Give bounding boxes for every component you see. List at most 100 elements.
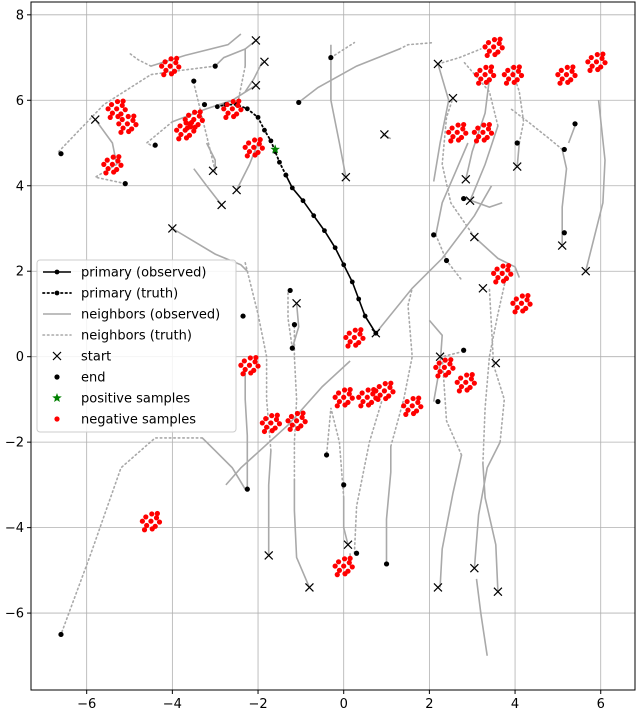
negative-sample [149, 526, 155, 532]
primary-point [322, 228, 327, 234]
negative-sample [512, 309, 518, 315]
start-marker-stroke [232, 185, 242, 195]
primary-point [277, 159, 282, 165]
end-marker [191, 78, 197, 84]
primary-point [356, 296, 362, 302]
start-marker-stroke [493, 587, 503, 597]
negative-sample [443, 372, 449, 378]
negative-sample [274, 412, 280, 418]
negative-sample [139, 518, 145, 524]
negative-sample [448, 138, 454, 144]
negative-sample [276, 421, 283, 427]
negative-sample [335, 559, 342, 565]
legend-dot [54, 374, 60, 380]
negative-sample [415, 399, 421, 406]
x-tick-label: 0 [340, 697, 348, 712]
neighbor-observed-line [435, 142, 469, 236]
primary-point [262, 127, 267, 133]
start-marker [343, 540, 353, 550]
negative-sample [436, 360, 442, 366]
start-marker [478, 283, 488, 293]
neighbor-truth-line [398, 41, 435, 50]
legend-entry: neighbors (observed) [43, 308, 220, 323]
negative-sample [125, 113, 131, 120]
negative-sample [241, 358, 247, 364]
primary-point [268, 138, 274, 144]
negative-sample [595, 66, 601, 73]
start-marker [581, 266, 591, 276]
y-tick-label: 0 [16, 350, 24, 365]
negative-sample [480, 129, 486, 135]
negative-sample [300, 410, 306, 416]
negative-sample [360, 335, 366, 341]
negative-sample [518, 72, 525, 79]
negative-sample [513, 296, 519, 302]
negative-sample [599, 55, 605, 62]
neighbor-truth-line [462, 60, 499, 127]
negative-sample [558, 67, 564, 73]
negative-sample [141, 527, 148, 533]
legend-star [52, 393, 62, 402]
negative-sample [482, 72, 488, 78]
negative-sample [182, 127, 188, 133]
negative-sample [481, 122, 487, 128]
start-marker [469, 563, 479, 573]
negative-sample [148, 518, 154, 524]
negative-sample [458, 375, 464, 381]
x-tick-label: −2 [248, 697, 267, 712]
negative-sample [178, 131, 184, 138]
neighbor-truth-line [437, 48, 482, 65]
start-marker-stroke [292, 298, 302, 308]
negative-sample [349, 564, 355, 570]
negative-sample [463, 379, 469, 385]
negative-sample [346, 560, 352, 566]
negative-sample [441, 364, 447, 370]
negative-sample [353, 342, 359, 348]
negative-sample [346, 391, 352, 397]
start-marker [167, 224, 177, 233]
negative-sample [246, 362, 253, 368]
negative-sample [520, 308, 526, 314]
negative-sample [124, 121, 130, 127]
neighbor-observed-line [475, 578, 488, 656]
negative-sample [482, 44, 488, 50]
negative-sample [488, 64, 495, 70]
negative-sample [342, 571, 348, 577]
start-marker [433, 583, 443, 592]
trajectory-markers [58, 36, 591, 638]
negative-sample [116, 154, 122, 160]
negative-sample [347, 555, 353, 561]
negative-sample [159, 63, 165, 69]
start-marker [90, 115, 100, 124]
negative-sample [109, 110, 115, 116]
legend-label: negative samples [81, 413, 196, 428]
negative-sample [514, 304, 520, 311]
end-marker [461, 347, 467, 353]
negative-sample [302, 419, 308, 425]
negative-sample [455, 122, 461, 128]
negative-sample [114, 98, 121, 105]
negative-sample [116, 121, 122, 127]
negative-sample [493, 279, 499, 285]
negative-sample [103, 170, 109, 176]
neighbor-truth-line [287, 289, 294, 349]
legend-entry: end [54, 371, 106, 386]
negative-sample [478, 76, 484, 82]
start-marker-stroke [557, 241, 567, 251]
neighbor-observed-line [171, 227, 248, 272]
negative-sample [192, 109, 198, 115]
legend-label: neighbors (truth) [81, 329, 192, 344]
neighbor-observed-line [469, 125, 499, 202]
negative-sample [248, 370, 254, 376]
start-marker-stroke [469, 232, 479, 242]
primary-point [332, 245, 338, 251]
negative-sample [188, 124, 194, 130]
negative-sample [473, 72, 480, 78]
negative-sample [358, 403, 364, 409]
legend-entry: primary (observed) [43, 266, 206, 281]
negative-sample [409, 403, 415, 409]
negative-sample [401, 403, 407, 409]
negative-sample [120, 125, 126, 131]
negative-sample [450, 365, 456, 371]
start-marker [260, 57, 269, 67]
